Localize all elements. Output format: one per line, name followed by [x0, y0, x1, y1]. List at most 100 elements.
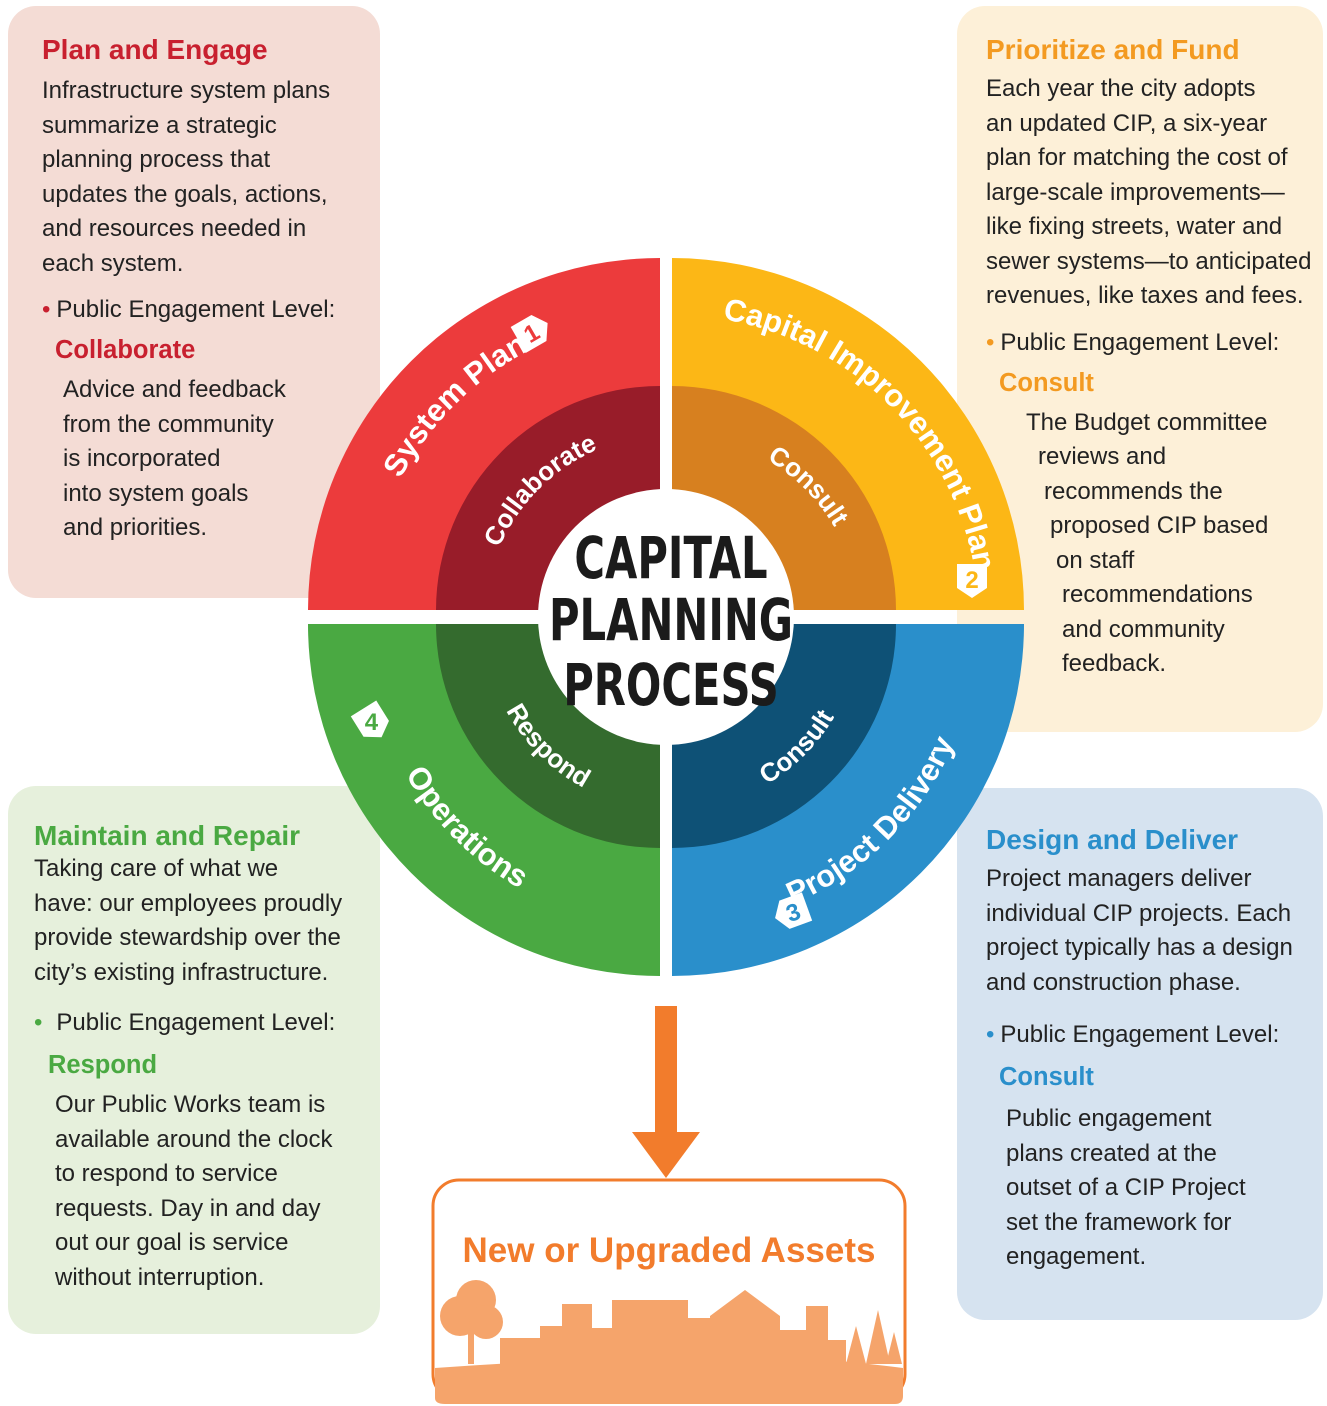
level-desc-line: outset of a CIP Project [1006, 1174, 1246, 1201]
new-assets-box: New or Upgraded Assets [431, 1178, 907, 1404]
center-hub [538, 489, 794, 745]
engagement-bullet: •Public Engagement Level: [986, 1018, 1323, 1052]
engagement-level-desc: The Budget committee reviews and recomme… [986, 406, 1323, 682]
maintain-repair-desc: Taking care of what we have: our employe… [34, 852, 380, 990]
step-badge-4: 4 [350, 700, 389, 738]
outer-segment-system-plan [308, 258, 660, 610]
level-desc-line: recommendations [1062, 581, 1253, 608]
desc-line: like fixing streets, water and [986, 213, 1283, 240]
desc-line: Project managers deliver [986, 865, 1252, 892]
engagement-level: Consult [999, 368, 1094, 397]
engagement-bullet: •Public Engagement Level: [42, 293, 380, 327]
level-desc-line: feedback. [1062, 650, 1167, 677]
desc-line: planning process that [42, 146, 271, 173]
desc-line: and construction phase. [986, 968, 1241, 996]
level-desc-line: into system goals [63, 479, 249, 507]
level-desc-line: The Budget committee [1026, 408, 1268, 436]
level-desc-line: on staff [1056, 546, 1135, 574]
desc-line: sewer systems—to anticipated [986, 247, 1312, 275]
level-desc-line: proposed CIP based [1050, 512, 1269, 539]
bullet-label: Public Engagement Level: [56, 1009, 336, 1036]
level-desc-line: Advice and feedback [63, 376, 286, 403]
center-title-line-1: CAPITAL [574, 524, 767, 592]
outer-segment-operations [308, 624, 660, 976]
bullet-icon: • [986, 1021, 995, 1048]
plan-engage-title: Plan and Engage [42, 34, 268, 65]
level-desc-line: set the framework for [1006, 1208, 1232, 1236]
bullet-icon: • [34, 1009, 43, 1036]
level-desc-line: engagement. [1006, 1243, 1147, 1270]
desc-line: Each year the city adopts [986, 75, 1256, 102]
inner-segment-consult-top [672, 386, 896, 610]
bullet-label: Public Engagement Level: [1000, 1021, 1280, 1048]
level-desc-line: from the community [63, 410, 274, 438]
plan-engage-panel: Plan and Engage Infrastructure system pl… [8, 6, 380, 598]
desc-line: Taking care of what we [34, 855, 279, 882]
desc-line: large-scale improvements— [986, 178, 1285, 206]
bullet-label: Public Engagement Level: [1000, 328, 1280, 356]
desc-line: summarize a strategic [42, 111, 277, 139]
desc-line: each system. [42, 249, 184, 277]
maintain-repair-panel: Maintain and Repair Taking care of what … [8, 786, 380, 1334]
engagement-level-desc: Our Public Works team is available aroun… [55, 1088, 380, 1295]
level-desc-line: requests. Day in and day [55, 1194, 321, 1222]
inner-segment-collaborate [436, 386, 660, 610]
level-desc-line: and priorities. [63, 514, 208, 541]
level-desc-line: to respond to service [55, 1160, 278, 1187]
center-title-line-3: PROCESS [563, 651, 779, 719]
svg-text:2: 2 [965, 567, 978, 594]
design-deliver-desc: Project managers deliver individual CIP … [986, 862, 1323, 1000]
city-skyline-icon [435, 1280, 903, 1404]
center-title-line-2: PLANNING [549, 586, 793, 654]
prioritize-fund-desc: Each year the city adopts an updated CIP… [986, 72, 1323, 314]
engagement-level-desc: Public engagement plans created at the o… [1006, 1102, 1323, 1275]
outer-segment-project-delivery [672, 624, 1024, 976]
bullet-icon: • [42, 296, 51, 323]
new-assets-label: New or Upgraded Assets [463, 1231, 876, 1270]
level-desc-line: out our goal is service [55, 1229, 289, 1256]
design-deliver-title: Design and Deliver [986, 824, 1239, 855]
desc-line: have: our employees proudly [34, 889, 343, 917]
bullet-icon: • [986, 328, 995, 356]
desc-line: project typically has a design [986, 934, 1293, 961]
desc-line: city’s existing infrastructure. [34, 958, 329, 986]
plan-engage-desc: Infrastructure system plans summarize a … [42, 74, 380, 281]
prioritize-fund-title: Prioritize and Fund [986, 34, 1240, 65]
level-desc-line: is incorporated [63, 445, 221, 472]
level-desc-line: Public engagement [1006, 1105, 1212, 1132]
level-desc-line: recommends the [1044, 477, 1223, 505]
level-desc-line: and community [1062, 615, 1225, 643]
desc-line: Infrastructure system plans [42, 77, 331, 104]
desc-line: individual CIP projects. Each [986, 899, 1292, 927]
arrow-down-icon [632, 1006, 700, 1178]
outer-segment-capital-improvement-plan [672, 258, 1024, 610]
desc-line: revenues, like taxes and fees. [986, 282, 1304, 309]
inner-segment-consult-bottom [672, 624, 896, 848]
level-desc-line: Our Public Works team is [55, 1091, 326, 1118]
design-deliver-panel: Design and Deliver Project managers deli… [957, 788, 1323, 1320]
level-desc-line: without interruption. [55, 1263, 265, 1291]
desc-line: an updated CIP, a six-year [986, 109, 1268, 137]
engagement-level: Respond [48, 1051, 158, 1079]
prioritize-fund-panel: Prioritize and Fund Each year the city a… [957, 6, 1323, 732]
engagement-level: Consult [999, 1063, 1094, 1091]
desc-line: updates the goals, actions, [42, 180, 328, 208]
maintain-repair-title: Maintain and Repair [34, 820, 301, 851]
level-desc-line: reviews and [1038, 443, 1167, 470]
desc-line: and resources needed in [42, 215, 307, 242]
engagement-level: Collaborate [55, 336, 196, 364]
step-badge-2: 2 [957, 564, 987, 598]
step-badge-1: 1 [510, 315, 548, 353]
svg-text:4: 4 [365, 709, 379, 736]
engagement-bullet: • Public Engagement Level: [34, 1006, 380, 1040]
bullet-label: Public Engagement Level: [56, 296, 336, 323]
inner-segment-respond [436, 624, 660, 848]
step-badge-3: 3 [775, 892, 813, 929]
level-desc-line: available around the clock [55, 1125, 333, 1153]
desc-line: provide stewardship over the [34, 924, 341, 951]
engagement-bullet: •Public Engagement Level: [986, 326, 1323, 360]
engagement-level-desc: Advice and feedback from the community i… [63, 373, 380, 546]
level-desc-line: plans created at the [1006, 1139, 1217, 1167]
desc-line: plan for matching the cost of [986, 144, 1288, 171]
